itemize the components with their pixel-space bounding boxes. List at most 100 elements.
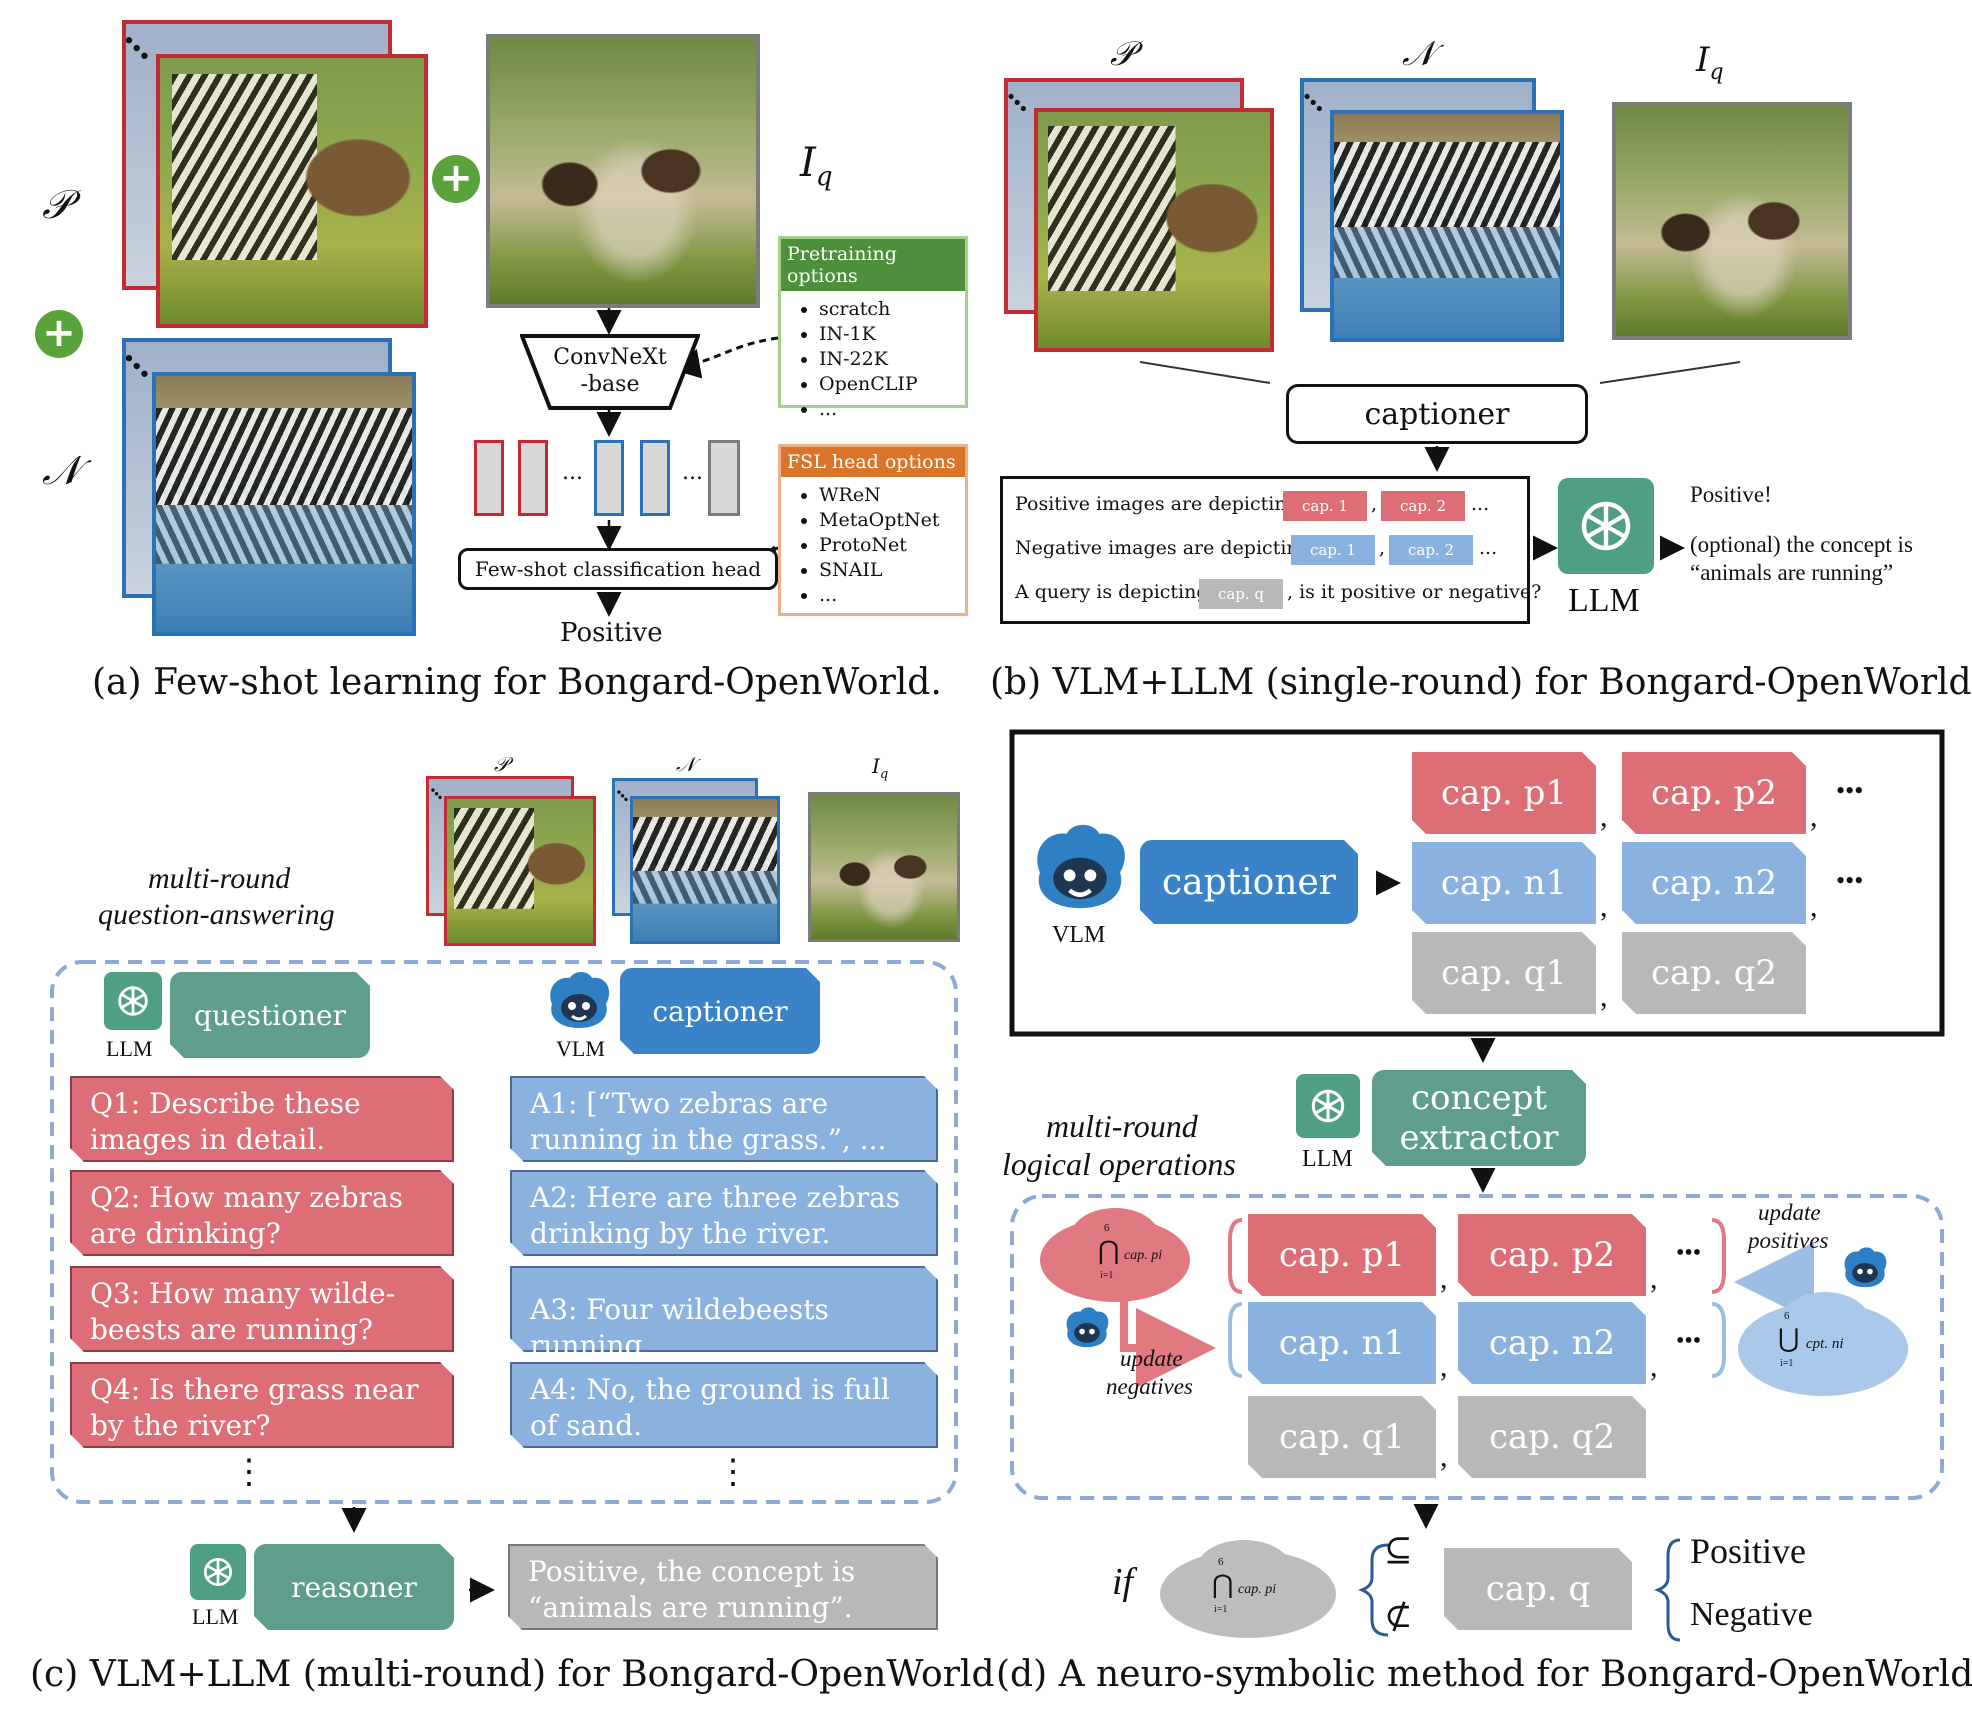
pretraining-options-list: scratch IN-1K IN-22K OpenCLIP ... [781, 297, 965, 422]
fsl-options-title: FSL head options [781, 447, 965, 477]
answer-2: A2: Here are three zebras drinking by th… [510, 1170, 938, 1256]
fsl-output: Positive [560, 618, 663, 648]
ellipsis: ... [1479, 537, 1498, 559]
pretraining-options-title: Pretraining options [781, 239, 965, 291]
comma: , [1810, 890, 1818, 923]
answer-1: A1: [“Two zebras are running in the gras… [510, 1076, 938, 1162]
cap-q-chip: cap. q [1199, 579, 1283, 609]
logic-title-line2: logical operations [1002, 1146, 1236, 1182]
fsl-options-box: FSL head options WReN MetaOptNet ProtoNe… [778, 444, 968, 616]
intersection-cloud-puff [1070, 1208, 1160, 1268]
support-negative-symbol: 𝒩 [42, 448, 81, 494]
positive-image-zebra [1034, 108, 1274, 352]
comma: , [1650, 1262, 1658, 1295]
pretrain-option: IN-1K [819, 322, 965, 347]
captioner-box: captioner [1140, 840, 1358, 924]
cap-1-chip: cap. 1 [1291, 535, 1375, 565]
fsl-head: Few-shot classification head [458, 548, 778, 590]
vlm-label: VLM [556, 1036, 605, 1061]
prompt-line-query: A query is depicting [1015, 581, 1209, 603]
union-term: cpt. ni [1806, 1336, 1844, 1352]
caption-p1: cap. p1 [1412, 752, 1596, 834]
query-symbol: Iq [800, 140, 833, 192]
dashed-arrow-pretrain [670, 336, 779, 379]
cap-2-chip: cap. 2 [1381, 491, 1465, 521]
caption-q1: cap. q1 [1248, 1396, 1436, 1478]
llm-prompt-box: Positive images are depicting cap. 1 , c… [1000, 476, 1541, 624]
ellipsis: ••• [1836, 866, 1864, 895]
pretrain-option: scratch [819, 297, 965, 322]
vlm-mascot-icon [1062, 1306, 1112, 1354]
negative-image-zebras-drinking [1330, 110, 1564, 342]
caption-c: (c) VLM+LLM (multi-round) for Bongard-Op… [30, 1654, 995, 1695]
question-1: Q1: Describe these images in detail. [70, 1076, 454, 1162]
answer-4: A4: No, the ground is full of sand. [510, 1362, 938, 1448]
comma: , [1650, 1350, 1658, 1383]
fsl-option: ... [819, 583, 965, 608]
captioner-box: captioner [1286, 384, 1588, 444]
caption-n2: cap. n2 [1458, 1302, 1646, 1384]
caption-solid-frame [1009, 729, 1945, 1037]
pretrain-option: IN-22K [819, 347, 965, 372]
llm-label: LLM [106, 1036, 153, 1061]
pretrain-option: ... [819, 397, 965, 422]
update-negatives-label-1: update [1120, 1346, 1183, 1371]
query-symbol: Iq [1696, 40, 1724, 85]
line-images-to-captioner-left [1139, 361, 1271, 384]
concept-extractor-box: concept extractor [1372, 1070, 1586, 1166]
qa-dashed-frame [50, 960, 958, 1504]
feature-blue-1 [594, 440, 624, 516]
intersection-upper: 6 [1104, 1222, 1110, 1234]
feature-red-2 [518, 440, 548, 516]
caption-n1: cap. n1 [1412, 842, 1596, 924]
fsl-options-list: WReN MetaOptNet ProtoNet SNAIL ... [781, 483, 965, 608]
fsl-option: WReN [819, 483, 965, 508]
comma: , [1600, 800, 1608, 833]
prompt-line-query-tail: , is it positive or negative? [1287, 581, 1542, 603]
llm-logo-icon [190, 1544, 246, 1600]
bracket-blue-right [1711, 1302, 1726, 1378]
update-negatives-label-2: negatives [1106, 1374, 1193, 1399]
positive-image-zebra [444, 796, 596, 946]
reasoner-box: reasoner [254, 1544, 454, 1630]
qa-title-line1: multi-round [148, 862, 291, 895]
negative-image-zebras-drinking [630, 796, 780, 944]
vlm-mascot-icon [1028, 820, 1132, 920]
feature-ellipsis: ... [562, 460, 583, 485]
condition-lower: i=1 [1214, 1604, 1228, 1615]
question-4: Q4: Is there grass near by the river? [70, 1362, 454, 1448]
question-3: Q3: How many wilde-beests are running? [70, 1266, 454, 1352]
bracket-blue-left [1228, 1302, 1243, 1378]
support-positive-symbol: 𝒫 [494, 752, 509, 776]
logic-title-line1: multi-round [1046, 1108, 1198, 1144]
pretraining-options-box: Pretraining options scratch IN-1K IN-22K… [778, 236, 968, 420]
comma: , [1810, 800, 1818, 833]
question-2: Q2: How many zebras are drinking? [70, 1170, 454, 1256]
line-images-to-captioner-right [1599, 361, 1741, 384]
questions-continue: ⋮ [232, 1454, 266, 1491]
comma: , [1600, 890, 1608, 923]
vlm-label: VLM [1052, 922, 1106, 948]
answers-continue: ⋮ [716, 1454, 750, 1491]
llm-label: LLM [1568, 582, 1640, 619]
caption-q2: cap. q2 [1622, 932, 1806, 1014]
prompt-line-positive: Positive images are depicting [1015, 493, 1299, 515]
caption-p2: cap. p2 [1622, 752, 1806, 834]
comma: , [1440, 1440, 1448, 1473]
llm-output-concept: (optional) the concept is [1690, 532, 1913, 557]
bracket-red-left [1228, 1218, 1243, 1294]
query-symbol: Iq [872, 754, 889, 782]
decision-negative: Negative [1690, 1596, 1813, 1633]
caption-p1: cap. p1 [1248, 1214, 1436, 1296]
answer-3: A3: Four wildebeests running. [510, 1266, 938, 1352]
fsl-option: ProtoNet [819, 533, 965, 558]
ellipsis: ... [1471, 493, 1490, 515]
caption-d: (d) A neuro-symbolic method for Bongard-… [996, 1654, 1972, 1695]
llm-output-concept-text: “animals are running” [1690, 560, 1894, 585]
llm-label: LLM [192, 1604, 239, 1629]
logic-dashed-frame [1010, 1194, 1944, 1500]
llm-logo-icon [1296, 1074, 1360, 1138]
intersection-term: cap. pi [1124, 1248, 1163, 1263]
bracket-red-right [1711, 1218, 1726, 1294]
condition-term: cap. pi [1238, 1582, 1277, 1597]
